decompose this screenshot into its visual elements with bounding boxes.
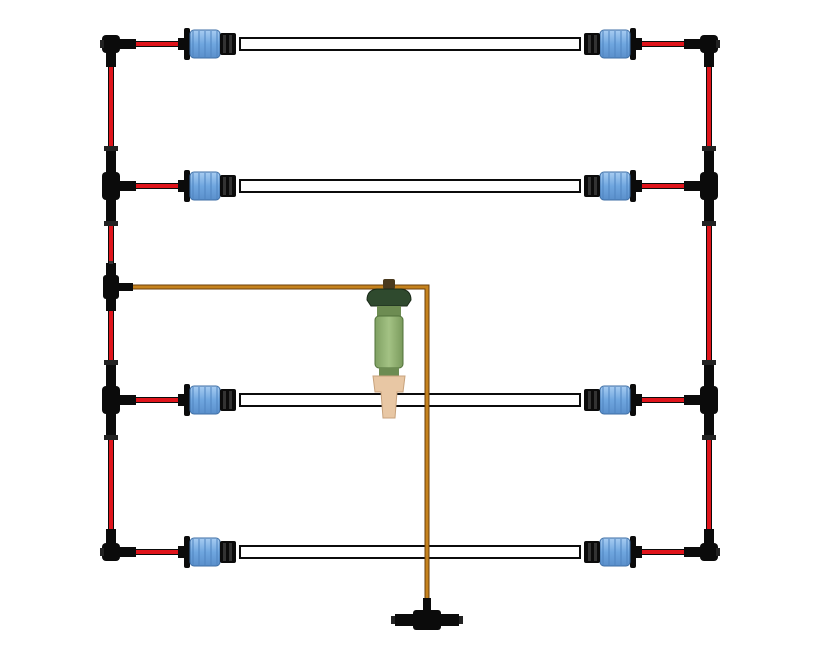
tee-fitting-icon [102,146,136,226]
quick-connector-icon [584,170,642,202]
elbow-fitting-icon [684,529,720,561]
quick-connector-icon [178,384,236,416]
supply-tube [128,284,430,612]
elbow-fitting-icon [100,529,136,561]
rung-bottom [100,529,720,568]
clear-tube [239,393,581,407]
clear-tube [239,37,581,51]
quick-connector-icon [584,28,642,60]
inline-filter-icon [366,279,412,419]
rungs [100,28,720,568]
tee-fitting-icon [102,360,136,440]
quick-connector-icon [584,384,642,416]
side-port-tee-icon [103,261,133,311]
quick-connector-icon [178,28,236,60]
elbow-fitting-icon [684,35,720,67]
elbow-fitting-icon [100,35,136,67]
tee-fitting-icon [684,146,718,226]
quick-connector-icon [584,536,642,568]
rung-top [100,28,720,67]
outlet-tee-icon [391,598,463,630]
clear-tube [239,179,581,193]
clear-tube [239,545,581,559]
tee-fitting-icon [684,360,718,440]
rung-upper [102,146,718,226]
quick-connector-icon [178,536,236,568]
rung-lower [102,360,718,440]
quick-connector-icon [178,170,236,202]
